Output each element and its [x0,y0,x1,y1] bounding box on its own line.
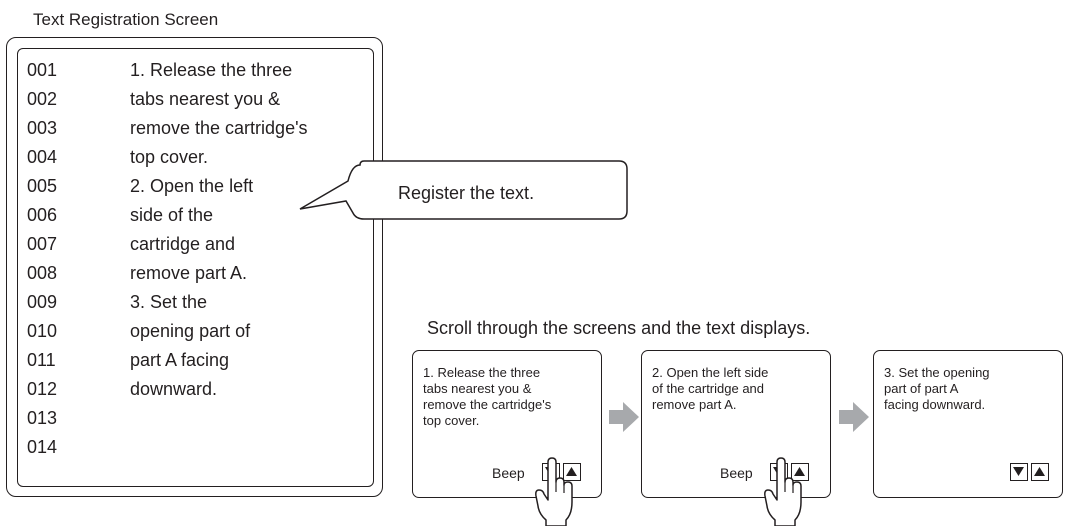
text-line-009: 009 3. Set the [27,289,207,315]
line-text: 1. Release the three [130,60,293,80]
beep-label: Beep [492,465,525,481]
arrow-right-icon [609,402,639,432]
scroll-up-button[interactable] [1031,463,1049,481]
screen-text: 2. Open the left side of the cartridge a… [652,365,769,412]
line-text: cartridge and [130,234,236,254]
line-number: 013 [27,408,58,428]
text-line-005: 005 2. Open the left [27,173,253,199]
beep-label: Beep [720,465,753,481]
line-text: 3. Set the [130,292,208,312]
line-number: 007 [27,234,58,254]
screen-step-2: 2. Open the left side of the cartridge a… [641,350,831,498]
line-number: 003 [27,118,58,138]
up-triangle-icon [1034,467,1045,476]
text-line-007: 007 cartridge and [27,231,235,257]
line-number: 008 [27,263,58,283]
arrow-right-icon [839,402,869,432]
callout-text: Register the text. [398,183,535,203]
line-text: remove the cartridge's [130,118,308,138]
text-line-010: 010 opening part of [27,318,250,344]
text-line-004: 004 top cover. [27,144,208,170]
screen-step-1: 1. Release the three tabs nearest you & … [412,350,602,498]
line-number: 010 [27,321,58,341]
scroll-up-button[interactable] [791,463,809,481]
up-triangle-icon [794,467,805,476]
line-text: remove part A. [130,263,248,283]
text-line-001: 001 1. Release the three [27,57,292,83]
registration-screen-frame [6,37,383,497]
line-text: 2. Open the left [130,176,254,196]
callout-bubble [299,160,628,220]
line-number: 002 [27,89,58,109]
registration-text-area [17,48,374,487]
screen-step-3: 3. Set the opening part of part A facing… [873,350,1063,498]
line-text: opening part of [130,321,251,341]
line-number: 014 [27,437,58,457]
line-number: 004 [27,147,58,167]
text-line-003: 003 remove the cartridge's [27,115,308,141]
line-number: 011 [27,350,56,370]
scroll-caption: Scroll through the screens and the text … [427,318,811,338]
pointing-hand-icon [764,457,802,526]
text-line-012: 012 downward. [27,376,217,402]
line-text: tabs nearest you & [130,89,281,109]
line-number: 012 [27,379,58,399]
text-line-008: 008 remove part A. [27,260,247,286]
down-triangle-icon [1013,467,1024,476]
line-number: 001 [27,60,58,80]
text-line-014: 014 [27,434,130,460]
text-line-011: 011 part A facing [27,347,229,373]
screen-text: 1. Release the three tabs nearest you & … [423,365,552,428]
text-line-002: 002 tabs nearest you & [27,86,280,112]
line-number: 006 [27,205,58,225]
scroll-down-button[interactable] [1010,463,1028,481]
pointing-hand-icon [535,457,573,526]
line-text: downward. [130,379,218,399]
scroll-up-button[interactable] [563,463,581,481]
registration-title: Text Registration Screen [33,10,219,29]
line-number: 005 [27,176,58,196]
line-text: part A facing [130,350,230,370]
line-text: top cover. [130,147,209,167]
text-line-006: 006 side of the [27,202,213,228]
screen-text: 3. Set the opening part of part A facing… [884,365,990,412]
up-triangle-icon [566,467,577,476]
line-text: side of the [130,205,214,225]
text-line-013: 013 [27,405,130,431]
line-number: 009 [27,292,58,312]
